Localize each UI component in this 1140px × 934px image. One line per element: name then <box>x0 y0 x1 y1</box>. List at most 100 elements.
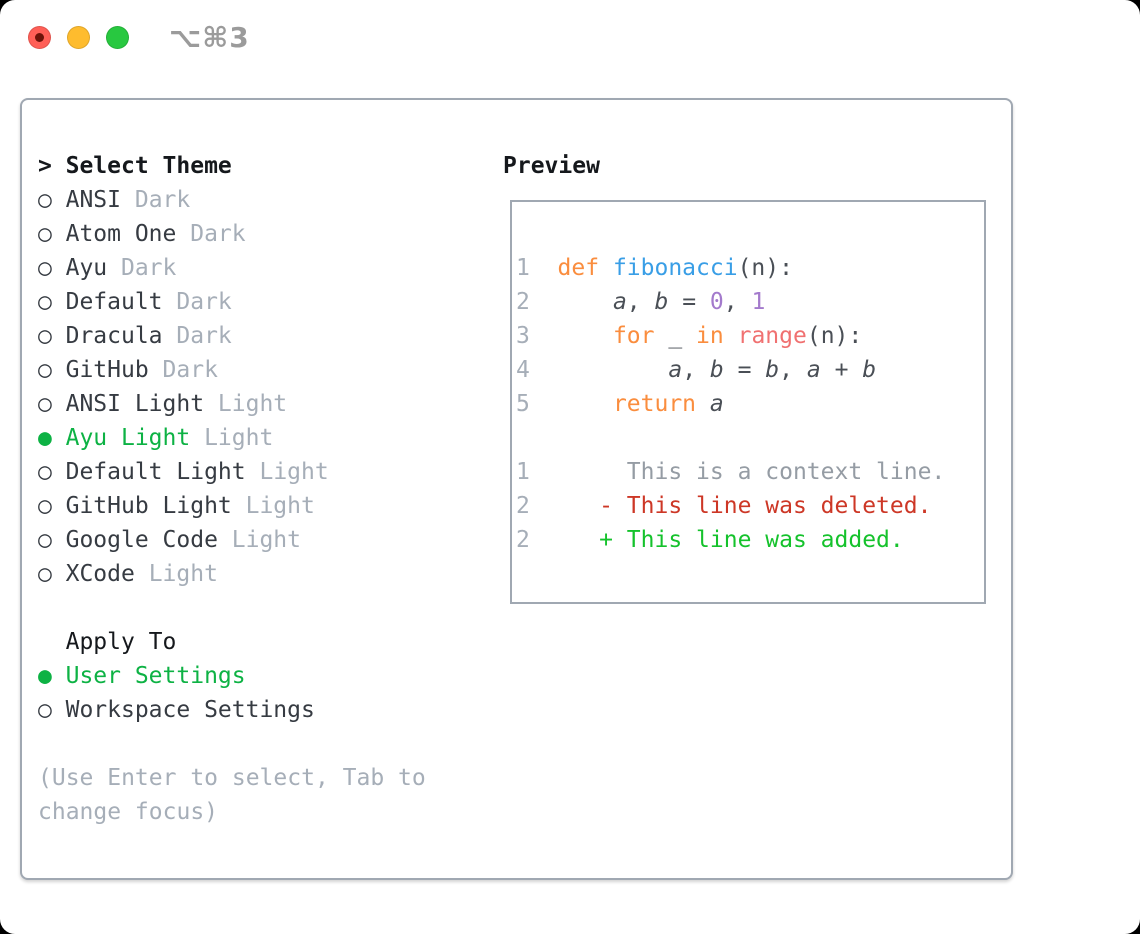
token-code: + <box>820 357 863 383</box>
token-num: 2 <box>516 289 558 315</box>
theme-name: GitHub <box>65 357 163 383</box>
theme-variant: Light <box>148 561 218 587</box>
token-code: (n): <box>806 323 863 349</box>
hint-line-2: change focus) <box>38 799 219 825</box>
theme-options: ○ANSI Dark○Atom One Dark○Ayu Dark○Defaul… <box>38 183 426 591</box>
theme-name: GitHub Light <box>65 493 246 519</box>
token-code: = <box>723 357 766 383</box>
token-code: , <box>682 357 710 383</box>
theme-name: Ayu Light <box>65 425 205 451</box>
theme-option-dracula[interactable]: ○Dracula Dark <box>38 319 426 353</box>
radio-unselected-icon: ○ <box>38 255 52 281</box>
radio-unselected-icon: ○ <box>38 459 52 485</box>
theme-option-xcode[interactable]: ○XCode Light <box>38 557 426 591</box>
radio-unselected-icon: ○ <box>38 221 52 247</box>
token-code <box>530 527 599 553</box>
theme-name: Default Light <box>65 459 260 485</box>
token-code <box>558 323 613 349</box>
token-kw: return <box>612 391 697 417</box>
token-var: a <box>668 357 683 383</box>
theme-option-github-light[interactable]: ○ GitHub Light Light <box>38 489 426 523</box>
diff-deleted-line: 2 - This line was deleted. <box>516 489 984 523</box>
theme-option-ansi[interactable]: ○ANSI Dark <box>38 183 426 217</box>
radio-unselected-icon: ○ <box>38 187 52 213</box>
token-call: range <box>737 323 807 349</box>
token-var: b <box>709 357 724 383</box>
titlebar: ⌥⌘3 <box>0 0 1140 76</box>
theme-list-title: Select Theme <box>65 153 232 179</box>
token-num: 3 <box>516 323 558 349</box>
token-kw: in <box>696 323 724 349</box>
theme-variant: Dark <box>190 221 246 247</box>
theme-option-ansi-light[interactable]: ○ANSI Light Light <box>38 387 426 421</box>
token-del: - This line was deleted. <box>599 493 932 519</box>
token-var: b <box>654 289 669 315</box>
diff-context-line: 1 This is a context line. <box>516 455 984 489</box>
theme-variant: Light <box>259 459 329 485</box>
token-num: 2 <box>516 527 530 553</box>
theme-list-header: > Select Theme <box>38 149 426 183</box>
theme-variant: Dark <box>176 289 232 315</box>
token-const: 1 <box>751 289 766 315</box>
token-ctx: This is a context line. <box>626 459 946 485</box>
token-code: , <box>626 289 655 315</box>
theme-variant: Dark <box>176 323 232 349</box>
focus-prompt-icon: > <box>38 153 52 179</box>
code-line: 3 for _ in range(n): <box>516 319 984 353</box>
theme-option-ayu-light[interactable]: ● Ayu Light Light <box>38 421 426 455</box>
theme-variant: Light <box>204 425 274 451</box>
theme-name: Ayu <box>65 255 121 281</box>
radio-selected-icon: ● <box>38 663 52 689</box>
close-button[interactable] <box>28 26 51 49</box>
theme-variant: Dark <box>134 187 191 213</box>
token-code: _ <box>654 323 697 349</box>
theme-variant: Light <box>231 527 302 553</box>
token-fn: fibonacci <box>612 255 738 281</box>
code-line: 1 def fibonacci(n): <box>516 251 984 285</box>
token-var: a <box>806 357 821 383</box>
radio-unselected-icon: ○ <box>38 289 52 315</box>
radio-unselected-icon: ○ <box>38 493 52 519</box>
theme-option-google-code[interactable]: ○Google Code Light <box>38 523 426 557</box>
indent-spacer <box>38 625 66 659</box>
token-code <box>558 391 613 417</box>
maximize-button[interactable] <box>106 26 129 49</box>
theme-variant: Light <box>245 493 315 519</box>
token-code <box>724 323 738 349</box>
blank-line <box>516 421 984 455</box>
token-code <box>558 357 669 383</box>
theme-name: Atom One <box>65 221 191 247</box>
theme-option-default-light[interactable]: ○ Default Light Light <box>38 455 426 489</box>
token-var: a <box>612 289 627 315</box>
radio-selected-icon: ● <box>38 425 52 451</box>
token-num: 1 <box>516 255 558 281</box>
minimize-button[interactable] <box>67 26 90 49</box>
theme-name: Default <box>65 289 177 315</box>
apply-option-user-settings[interactable]: ●User Settings <box>38 659 426 693</box>
theme-option-github[interactable]: ○GitHub Dark <box>38 353 426 387</box>
radio-unselected-icon: ○ <box>38 357 52 383</box>
theme-name: Google Code <box>65 527 232 553</box>
unsaved-dot-icon <box>35 33 44 42</box>
token-kw: for <box>612 323 655 349</box>
theme-option-ayu[interactable]: ○ Ayu Dark <box>38 251 426 285</box>
token-code <box>696 391 710 417</box>
theme-option-default[interactable]: ○ Default Dark <box>38 285 426 319</box>
token-code: , <box>779 357 807 383</box>
apply-option-workspace-settings[interactable]: ○ Workspace Settings <box>38 693 426 727</box>
theme-variant: Dark <box>120 255 177 281</box>
token-num: 1 <box>516 459 530 485</box>
diff-added-line: 2 + This line was added. <box>516 523 984 557</box>
theme-variant: Light <box>217 391 288 417</box>
radio-unselected-icon: ○ <box>38 697 52 723</box>
token-var: b <box>862 357 877 383</box>
theme-option-atom-one[interactable]: ○ Atom One Dark <box>38 217 426 251</box>
code-line: 2 a, b = 0, 1 <box>516 285 984 319</box>
apply-option-label: Workspace Settings <box>65 697 315 723</box>
token-add: + This line was added. <box>599 527 904 553</box>
theme-list: >Select Theme ○ANSI Dark○Atom One Dark○A… <box>38 149 426 829</box>
